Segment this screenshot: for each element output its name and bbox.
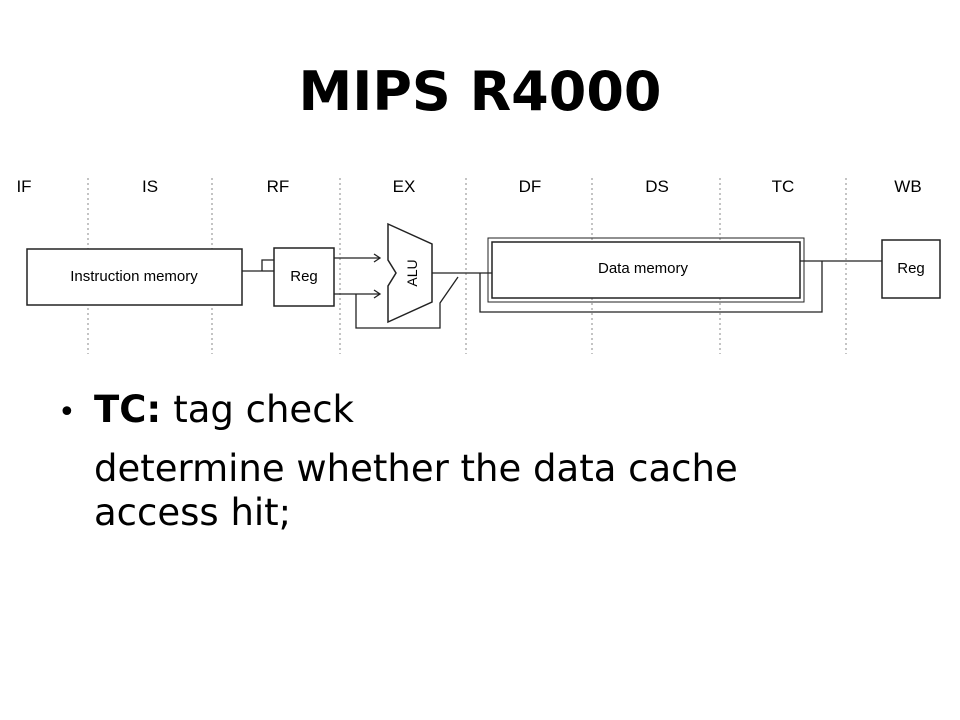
stage-separators bbox=[87, 178, 847, 354]
register-file-wb-label: Reg bbox=[897, 260, 925, 277]
instruction-memory-block bbox=[26, 248, 243, 306]
instruction-memory-label: Instruction memory bbox=[70, 268, 198, 285]
stage-label-rf: RF bbox=[267, 177, 290, 196]
bullet-list: • TC: tag check determine whether the da… bbox=[58, 386, 918, 535]
stage-label-ex: EX bbox=[393, 177, 416, 196]
stage-label-tc: TC bbox=[772, 177, 795, 196]
bullet-item: • TC: tag check bbox=[58, 386, 918, 437]
register-file-rf-label: Reg bbox=[290, 268, 318, 285]
imem-to-reg-connector bbox=[242, 259, 274, 272]
register-file-wb bbox=[881, 239, 941, 299]
bullet-definition: tag check bbox=[173, 388, 354, 431]
stage-label-if: IF bbox=[16, 177, 31, 196]
bullet-detail: determine whether the data cache access … bbox=[94, 447, 738, 534]
data-memory-block bbox=[491, 241, 801, 299]
alu-block bbox=[387, 222, 433, 324]
alu-label: ALU bbox=[404, 259, 420, 286]
stage-label-is: IS bbox=[142, 177, 158, 196]
stage-label-wb: WB bbox=[894, 177, 921, 196]
slide-title: MIPS R4000 bbox=[298, 60, 662, 123]
pipeline-diagram: IF IS RF EX DF DS TC WB Instruction memo… bbox=[16, 177, 941, 354]
bullet-term: TC: bbox=[94, 388, 162, 431]
bullet-symbol: • bbox=[58, 395, 76, 430]
alu-to-dmem-wires bbox=[432, 261, 823, 313]
stage-label-ds: DS bbox=[645, 177, 669, 196]
register-file-rf bbox=[273, 247, 335, 307]
data-memory-label: Data memory bbox=[598, 260, 689, 277]
data-memory-inner-frame bbox=[487, 237, 805, 303]
reg-to-alu-wires bbox=[334, 253, 459, 329]
stage-label-df: DF bbox=[519, 177, 542, 196]
